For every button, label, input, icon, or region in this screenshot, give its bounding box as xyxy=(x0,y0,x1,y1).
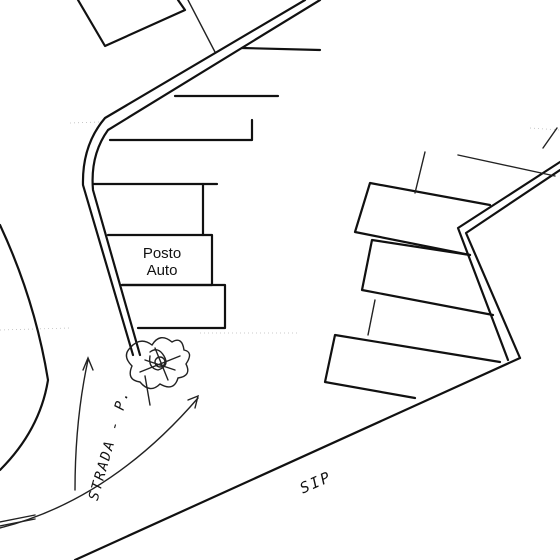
parking-divider xyxy=(542,127,558,149)
road-edge-outer xyxy=(81,0,307,357)
parking-line xyxy=(108,118,254,142)
right-road-outer xyxy=(464,168,560,360)
parking-divider xyxy=(414,151,426,194)
top-left-building xyxy=(76,0,187,48)
posto-auto-label: Posto Auto xyxy=(137,245,187,279)
parking-stall xyxy=(120,283,227,330)
parking-divider xyxy=(367,299,376,336)
road-edge-inner xyxy=(91,0,322,357)
left-road-curve xyxy=(0,223,50,472)
right-parking-box xyxy=(323,333,502,400)
right-parking-box xyxy=(360,238,495,317)
sip-road-edge xyxy=(73,356,522,560)
posto-auto-label-line2: Auto xyxy=(146,262,178,279)
posto-auto-label-line1: Posto xyxy=(142,245,182,262)
parking-line xyxy=(240,46,322,52)
right-road-inner xyxy=(456,160,560,362)
top-left-building-edge xyxy=(187,0,216,53)
tree-icon xyxy=(125,337,191,406)
right-parking-box xyxy=(353,181,492,257)
parking-divider xyxy=(457,154,556,177)
direction-arrow-icon xyxy=(0,356,200,529)
